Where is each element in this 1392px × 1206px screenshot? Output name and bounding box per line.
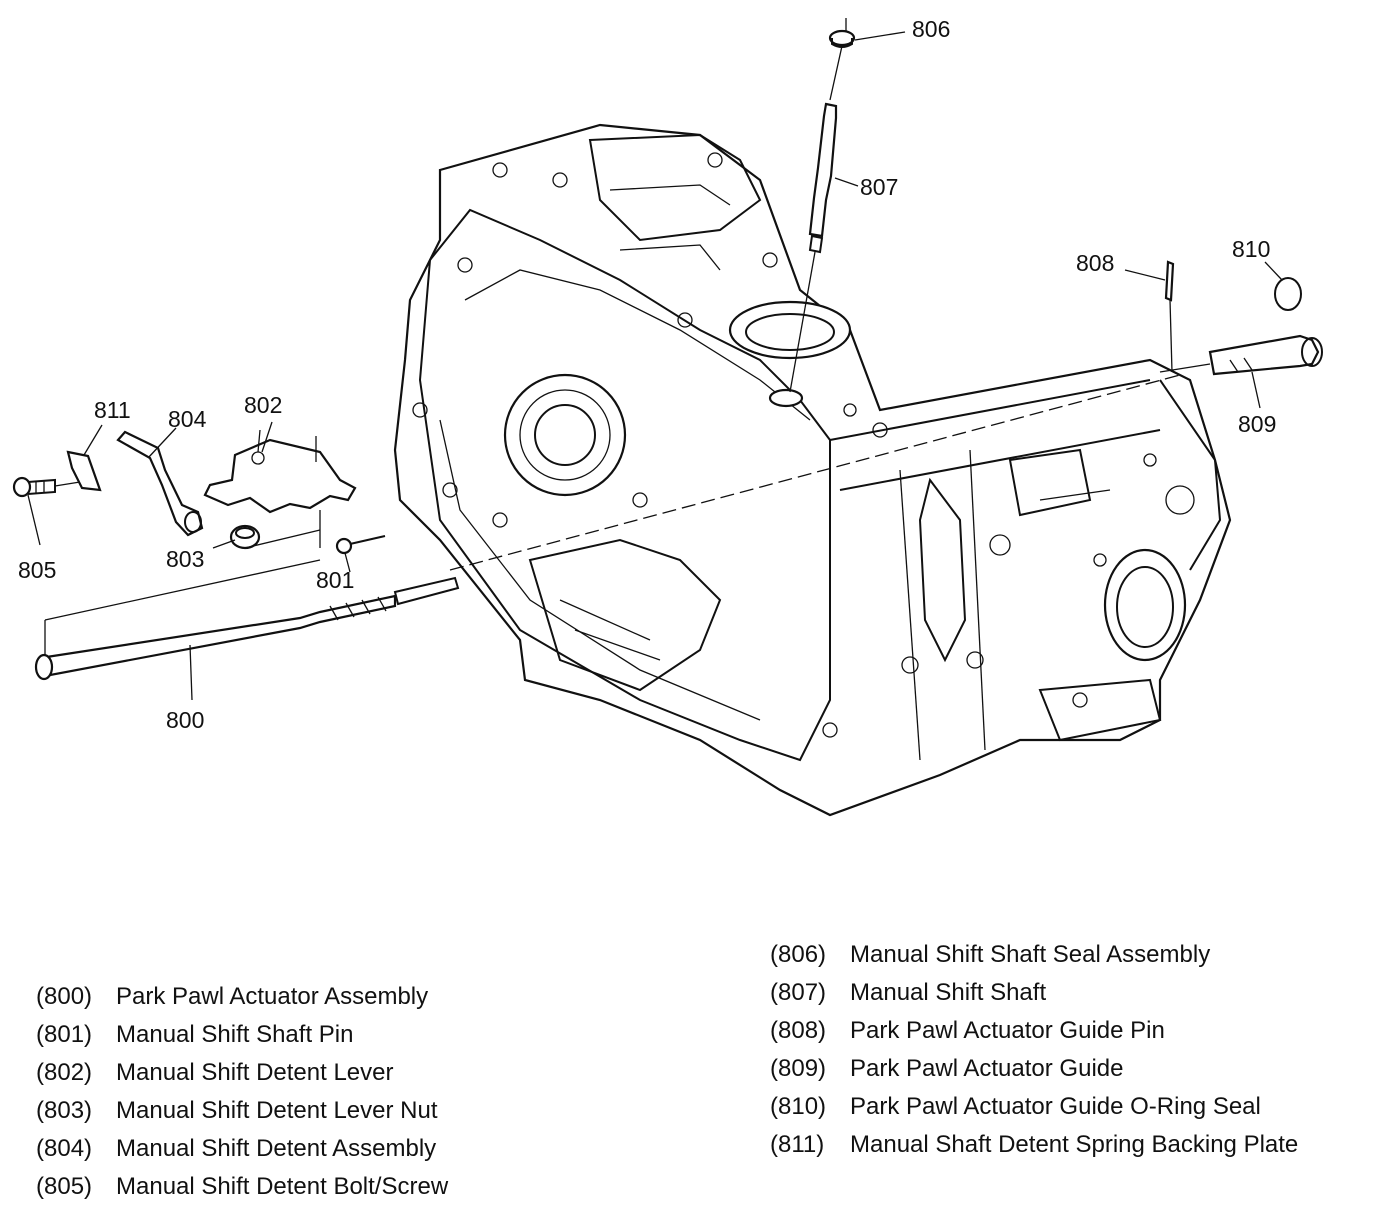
callout-809: 809 [1238,411,1276,437]
leader-lines [27,31,1283,701]
callout-811: 811 [94,397,131,423]
legend-item: (808)Park Pawl Actuator Guide Pin [770,1017,1165,1044]
callout-804: 804 [168,406,207,432]
callout-802: 802 [244,392,282,418]
part-809-actuator-guide [1159,334,1323,376]
legend-item: (801)Manual Shift Shaft Pin [36,1021,354,1048]
part-802-detent-lever [203,429,357,514]
part-800-park-pawl-actuator [34,559,460,681]
callout-labels: 800 801 802 803 804 805 806 807 808 809 … [18,16,1276,733]
callout-803: 803 [166,546,204,572]
legend-item: (807)Manual Shift Shaft [770,979,1047,1006]
part-801-shift-shaft-pin [335,535,386,555]
callout-806: 806 [912,16,950,42]
part-804-detent-assembly [116,430,204,537]
legend-item: (810)Park Pawl Actuator Guide O-Ring Sea… [770,1093,1261,1120]
part-811-backing-plate [66,450,102,492]
callout-800: 800 [166,707,204,733]
part-805-detent-bolt [12,476,81,498]
legend-left: (800)Park Pawl Actuator Assembly (801)Ma… [36,978,448,1206]
legend-item: (800)Park Pawl Actuator Assembly [36,983,429,1010]
legend-item: (803)Manual Shift Detent Lever Nut [36,1097,438,1124]
callout-808: 808 [1076,250,1114,276]
callout-810: 810 [1232,236,1270,262]
callout-805: 805 [18,557,56,583]
part-806-seal [828,18,856,48]
part-803-detent-lever-nut [229,510,321,550]
part-807-shift-shaft [789,45,843,393]
part-808-guide-pin [1164,260,1175,373]
legend-item: (804)Manual Shift Detent Assembly [36,1135,437,1162]
callout-807: 807 [860,174,898,200]
callout-801: 801 [316,567,354,593]
legend-item: (802)Manual Shift Detent Lever [36,1059,394,1086]
transmission-case [393,123,1232,817]
legend-right: (806)Manual Shift Shaft Seal Assembly (8… [770,936,1298,1164]
legend-item: (805)Manual Shift Detent Bolt/Screw [36,1173,449,1200]
diagram-drawing: 800 801 802 803 804 805 806 807 808 809 … [12,16,1323,817]
legend-item: (809)Park Pawl Actuator Guide [770,1055,1124,1082]
part-810-o-ring [1274,277,1302,311]
legend-item: (806)Manual Shift Shaft Seal Assembly [770,941,1211,968]
legend-item: (811)Manual Shaft Detent Spring Backing … [770,1131,1299,1158]
